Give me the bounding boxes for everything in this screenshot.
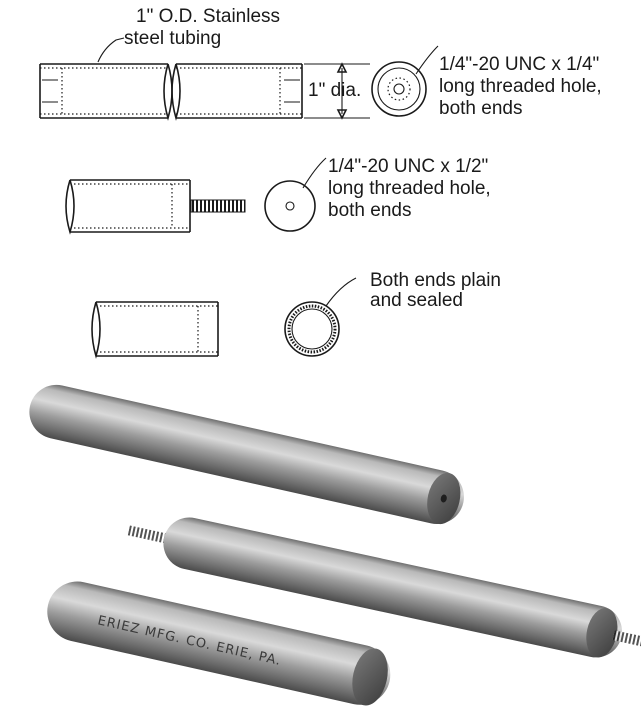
tubing-callout [97,37,125,63]
end-view-threaded-a [371,61,427,117]
tube-option-a-drawing [39,45,439,121]
diameter-label: 1" dia. [308,80,361,101]
option-b-line1: 1/4"-20 UNC x 1/2" [328,156,488,177]
option-c-line2: and sealed [370,290,463,311]
option-c-line1: Both ends plain [370,270,501,291]
end-view-sealed [284,301,340,357]
option-a-line2: long threaded hole, [439,76,602,97]
option-a-line3: both ends [439,98,522,119]
tubing-label-line1: 1" O.D. Stainless [136,6,280,27]
tube-option-c-drawing [91,277,357,359]
rod-photo-bottom: ERIEZ MFG. CO. ERIE, PA. [47,581,391,706]
tube-option-b-drawing [65,157,327,235]
option-a-line1: 1/4"-20 UNC x 1/4" [439,54,599,75]
end-view-threaded-b [264,180,316,232]
tubing-label-line2: steel tubing [124,28,221,49]
rod-photo-middle [127,517,641,658]
option-b-line3: both ends [328,200,411,221]
option-b-line2: long threaded hole, [328,178,491,199]
rod-photo-top [29,384,464,525]
